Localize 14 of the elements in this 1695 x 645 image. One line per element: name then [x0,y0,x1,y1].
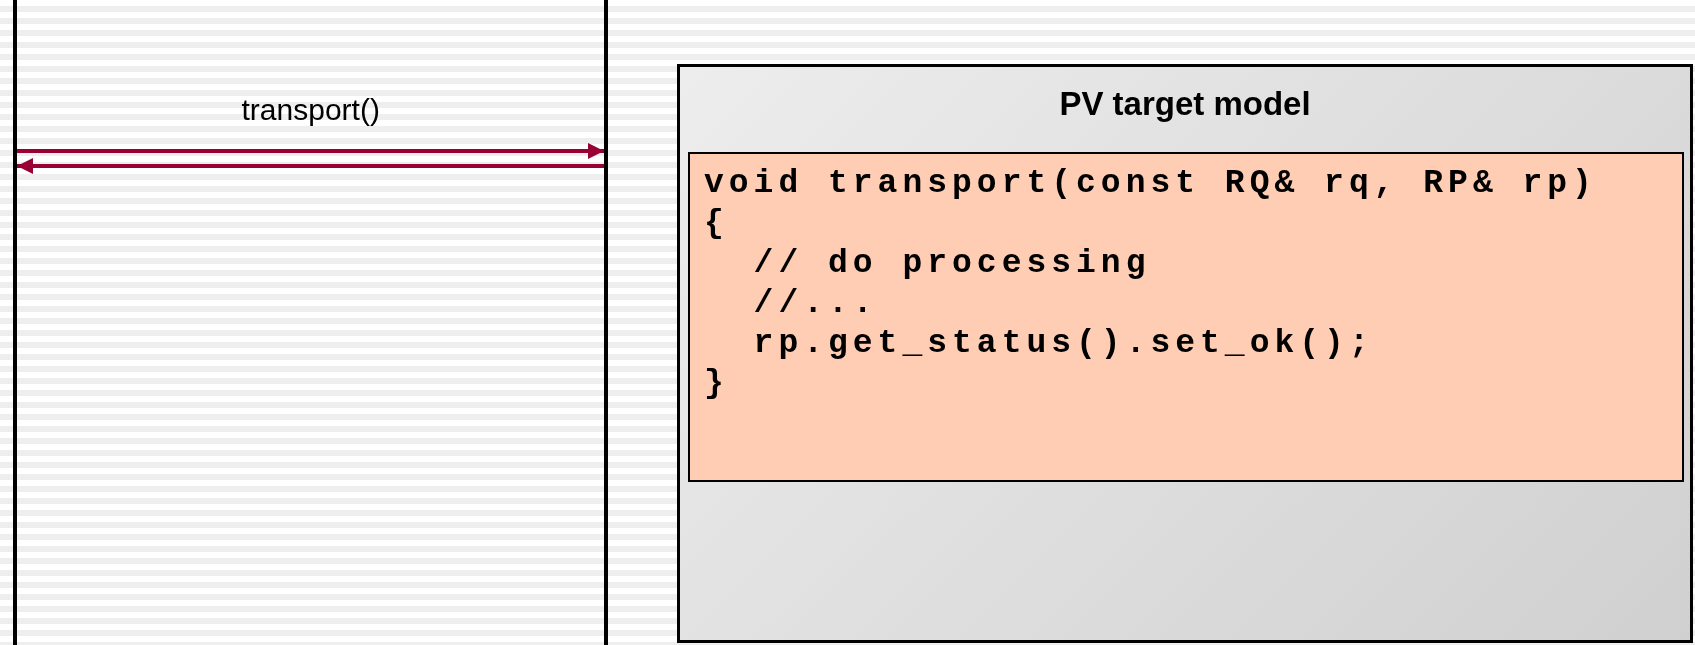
box-title: PV target model [1059,85,1311,123]
lifeline [13,0,17,645]
edge-label: transport() [241,93,380,127]
code-line: //... [752,284,878,324]
code-line: } [704,364,729,404]
lifeline [604,0,608,645]
code-box [688,152,1684,482]
code-line: void transport(const RQ& rq, RP& rp) [704,164,1597,204]
code-line: // do processing [752,244,1151,284]
code-line: { [704,204,729,244]
model-box [677,64,1693,643]
arrow [17,158,604,174]
code-line: rp.get_status().set_ok(); [752,324,1374,364]
arrow [17,143,604,159]
